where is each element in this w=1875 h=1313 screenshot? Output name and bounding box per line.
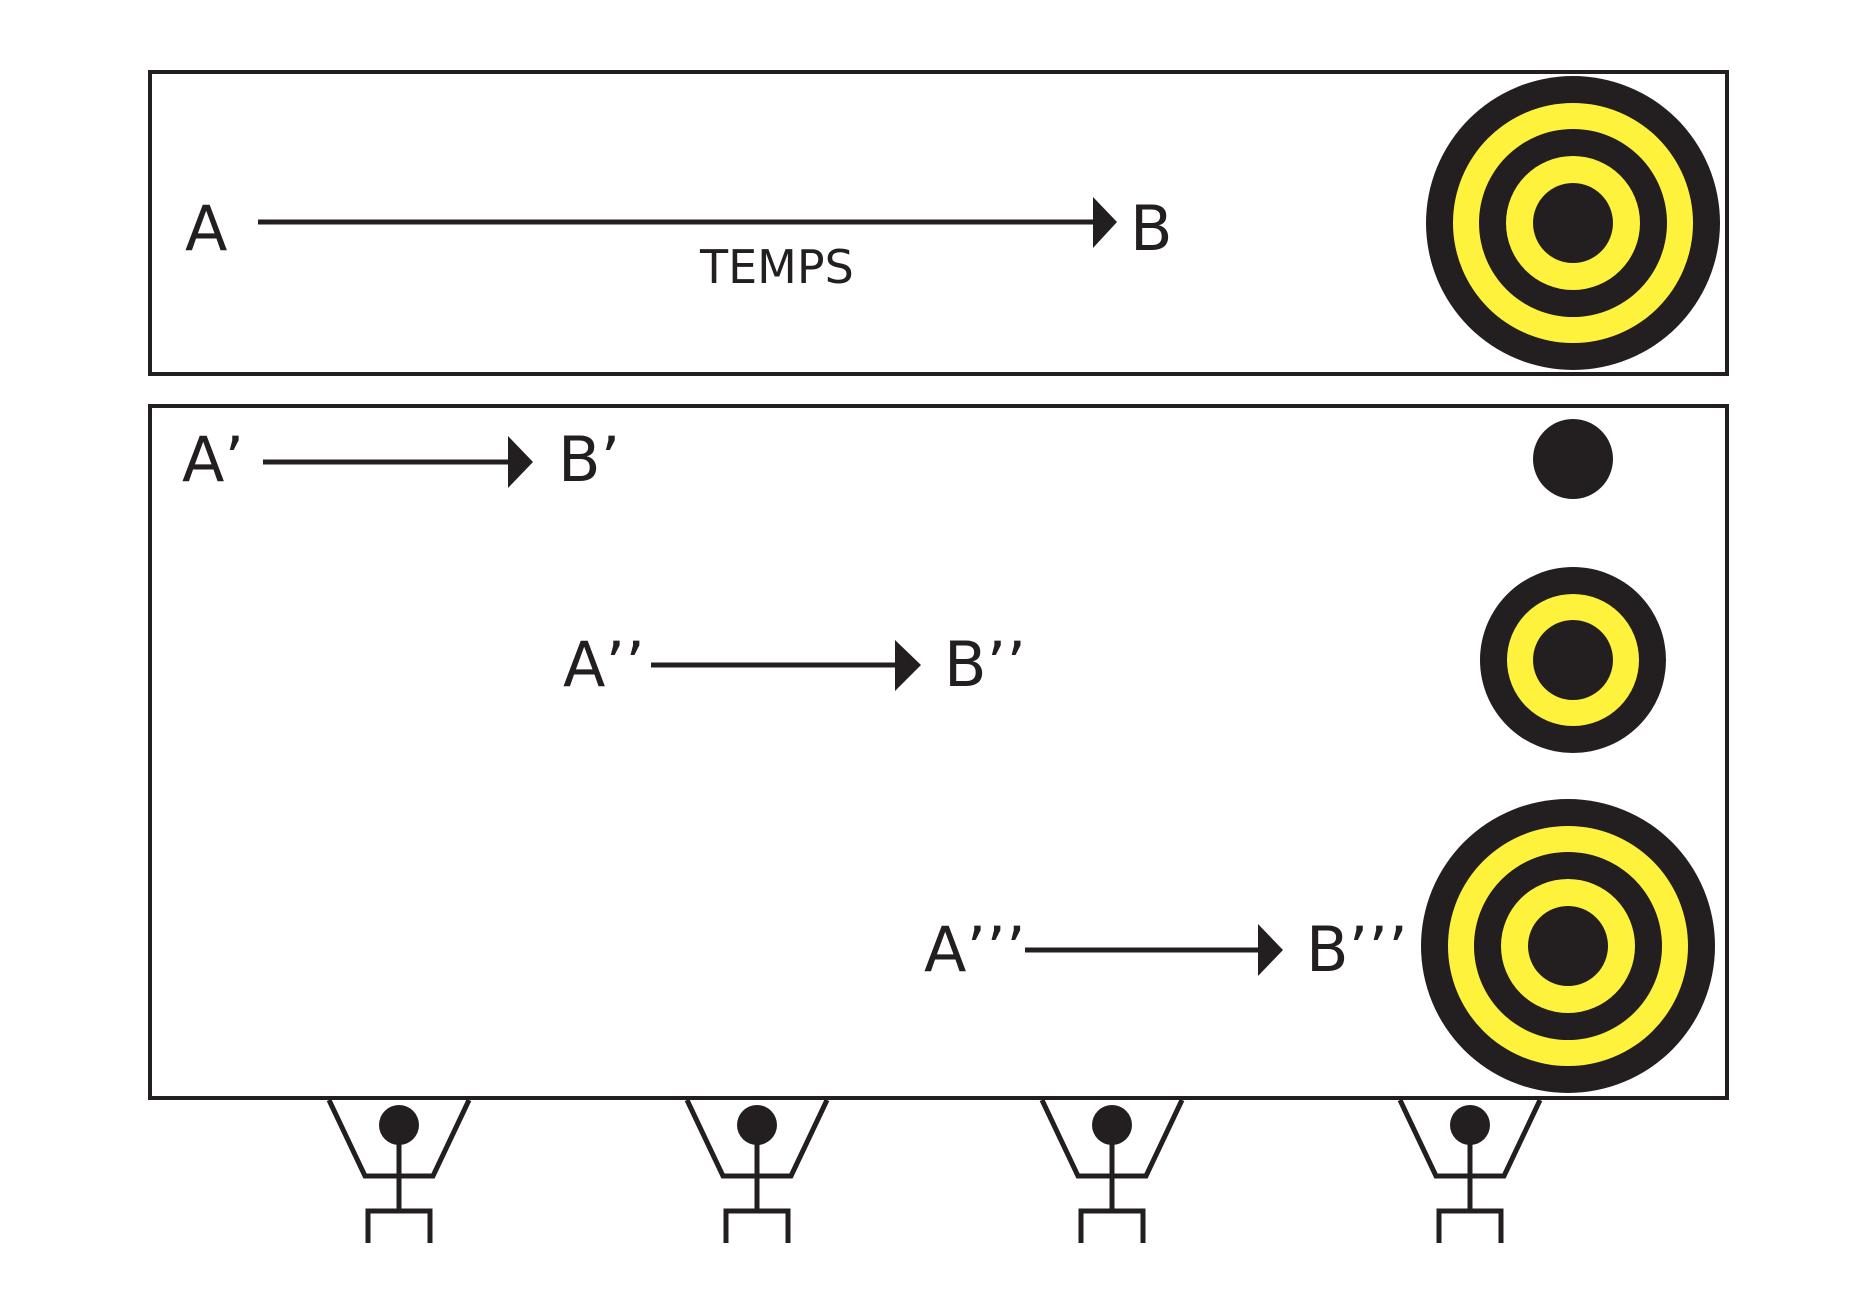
stick-figure-icon xyxy=(326,1098,472,1243)
stick-figure-icon xyxy=(684,1098,830,1243)
axis-label-temps: TEMPS xyxy=(699,240,854,294)
bottom-panel: A’ B’ A’’ B’’ A’’’ B’’’ xyxy=(148,404,1729,1100)
label-a-prime: A’ xyxy=(182,423,244,496)
target-icon-large-bottom xyxy=(1421,799,1715,1093)
top-panel-frame xyxy=(148,70,1729,376)
row-2: A’’ B’’ xyxy=(563,567,1666,753)
row-3: A’’’ B’’’ xyxy=(924,799,1715,1093)
label-a: A xyxy=(185,192,227,265)
label-a-double-prime: A’’ xyxy=(563,628,645,701)
arrowhead-icon xyxy=(1258,924,1283,976)
row-1: A’ B’ xyxy=(182,419,1613,499)
arrowhead-icon xyxy=(508,436,533,488)
top-panel: A TEMPS B xyxy=(148,70,1729,376)
stick-figure-icon xyxy=(1039,1098,1185,1243)
label-b-triple-prime: B’’’ xyxy=(1306,913,1408,986)
target-icon-small xyxy=(1533,419,1613,499)
arrowhead-icon xyxy=(895,640,921,691)
label-b-prime: B’ xyxy=(558,423,620,496)
label-b-double-prime: B’’ xyxy=(944,628,1026,701)
target-icon-medium xyxy=(1480,567,1666,753)
target-icon-large-top xyxy=(1426,76,1720,370)
time-arrow xyxy=(258,197,1117,248)
supporting-figures xyxy=(326,1098,1543,1243)
bottom-panel-frame xyxy=(148,404,1729,1100)
stick-figure-icon xyxy=(1397,1098,1543,1243)
label-b: B xyxy=(1130,192,1173,265)
label-a-triple-prime: A’’’ xyxy=(924,913,1026,986)
arrowhead-icon xyxy=(1093,197,1117,248)
